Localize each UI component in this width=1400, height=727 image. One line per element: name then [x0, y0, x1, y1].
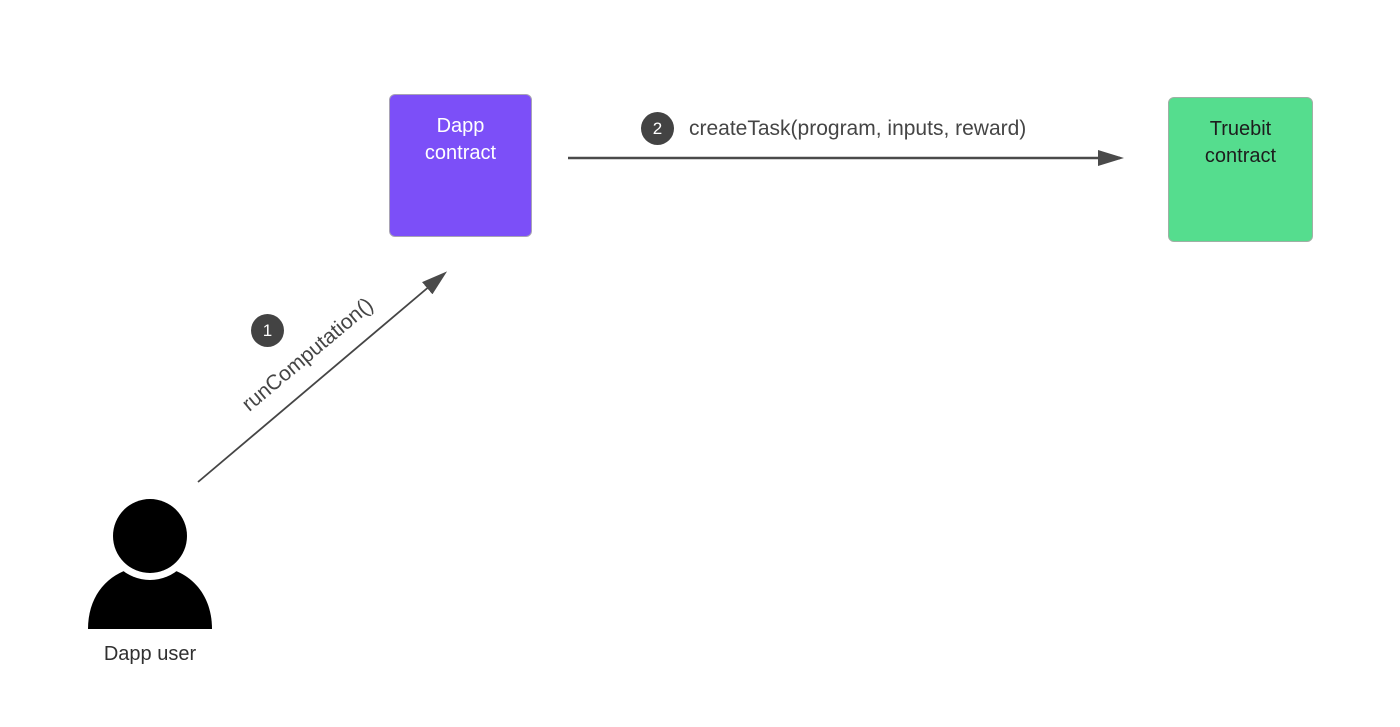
- dapp-contract-label-line1: Dapp: [436, 115, 485, 137]
- step-2-badge: 2: [641, 112, 674, 145]
- dapp-user-node: Dapp user: [60, 496, 240, 666]
- create-task-label: createTask(program, inputs, reward): [689, 116, 1027, 140]
- dapp-contract-node: Dapp contract: [389, 94, 532, 237]
- dapp-user-label: Dapp user: [103, 643, 197, 665]
- truebit-contract-label-line2: contract: [1204, 145, 1277, 167]
- person-silhouette-icon: [88, 496, 212, 629]
- truebit-contract-node: Truebit contract: [1168, 97, 1313, 242]
- dapp-contract-label-line2: contract: [424, 142, 497, 164]
- truebit-contract-label-line1: Truebit: [1209, 118, 1272, 140]
- run-computation-arrow: [197, 271, 448, 483]
- create-task-edge-label-group: 2 createTask(program, inputs, reward): [641, 112, 1026, 145]
- step-1-badge: 1: [251, 314, 284, 347]
